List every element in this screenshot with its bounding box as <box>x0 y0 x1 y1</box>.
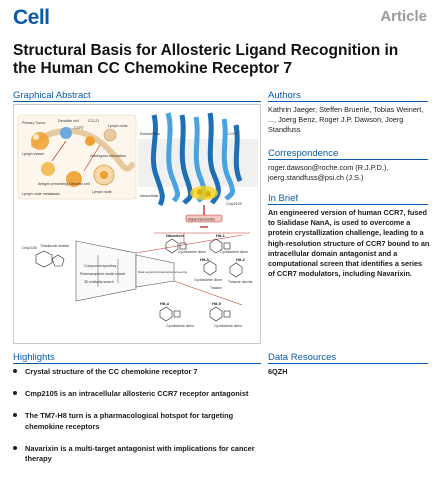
label-lymph-node-top: Lymph node <box>108 124 128 128</box>
label-navarixin: Navarixin <box>166 233 185 238</box>
in-brief-rule <box>268 204 428 205</box>
graphical-abstract-svg: Primary Tumor Dendritic cell CCL21 CCR7 … <box>17 112 258 328</box>
correspondence-emails[interactable]: roger.dawson@roche.com (R.J.P.D.), joerg… <box>268 163 389 183</box>
label-pharmacophore: Pharmacophore model search <box>80 272 126 276</box>
authors-rule <box>268 101 428 102</box>
label-cyclobutene-hit1: Cyclobutene dione <box>220 250 248 254</box>
label-hit3: Hit-3 <box>200 257 210 262</box>
bullet-icon <box>13 391 17 396</box>
label-cyclobutene-nav: Cyclobutene dione <box>178 250 206 254</box>
journal-header: Cell Article <box>13 6 427 36</box>
label-lymph-node-bottom: Lymph node <box>92 190 112 194</box>
cell-logo: Cell <box>13 6 50 29</box>
in-brief-heading: In Brief <box>268 193 299 204</box>
hit5-ring <box>209 306 223 322</box>
label-cyclobutene-hit3: Cyclobutene dione <box>194 278 222 282</box>
authors-heading: Authors <box>268 90 301 101</box>
graphical-abstract-rule <box>13 101 261 102</box>
ligand-structures <box>35 238 243 322</box>
highlight-item: Navarixin is a multi-target antagonist w… <box>13 444 263 464</box>
in-brief-text: An engineered version of human CCR7, fus… <box>268 208 430 279</box>
label-ccl21: CCL21 <box>88 119 99 123</box>
ccr7-structure-illustration <box>138 112 258 228</box>
label-primary-tumor: Primary Tumor <box>22 121 46 125</box>
highlight-text: Crystal structure of the CC chemokine re… <box>25 367 198 376</box>
highlight-item: The TM7-H8 turn is a pharmacological hot… <box>13 411 263 431</box>
cmp2105-ring-2 <box>51 254 65 267</box>
lymph-node-illustration <box>17 114 137 200</box>
data-resources-heading: Data Resources <box>268 352 337 363</box>
label-lymph-vessel: Lymph vessel <box>22 152 44 156</box>
highlight-text: The TM7-H8 turn is a pharmacological hot… <box>25 411 234 431</box>
highlight-item: Crystal structure of the CC chemokine re… <box>13 367 263 377</box>
graphical-abstract-figure: Primary Tumor Dendritic cell CCL21 CCR7 … <box>13 104 261 344</box>
label-intracellular: Intracellular <box>140 194 159 198</box>
graphical-abstract-heading: Graphical Abstract <box>13 90 91 101</box>
data-resources-rule <box>268 363 428 364</box>
label-signal-transduction: Signal transduction <box>188 218 215 222</box>
highlights-list: Crystal structure of the CC chemokine re… <box>13 367 263 476</box>
highlight-text: Cmp2105 is an intracellular allosteric C… <box>25 389 249 399</box>
hit5-dione <box>223 310 231 318</box>
label-data-screening: Data supported interaction screening <box>138 270 187 274</box>
navarixin-dione <box>179 242 187 250</box>
label-thiazole: Thiazole dioxide <box>228 280 253 284</box>
label-cmp2105-structure: Cmp2105 <box>226 202 242 206</box>
article-type-label: Article <box>380 8 427 25</box>
label-extracellular: Extracellular <box>140 132 161 136</box>
bullet-icon <box>13 369 17 373</box>
bullet-icon <box>13 413 17 418</box>
label-ccr7-structure: CCR7 <box>228 132 238 136</box>
virtual-screen-funnel <box>75 232 250 306</box>
cmp2105-ring <box>35 250 53 268</box>
label-triazine: Triazine <box>210 286 222 290</box>
hit2-ring <box>229 262 243 278</box>
label-ccr7-left: CCR7 <box>74 126 84 130</box>
hit1-ring <box>209 238 223 254</box>
highlight-text: Navarixin is a multi-target antagonist w… <box>25 443 255 464</box>
label-cmp2105: Cmp2105 <box>22 246 37 250</box>
label-hit4: Hit-4 <box>160 301 170 306</box>
paper-title: Structural Basis for Allosteric Ligand R… <box>13 42 399 77</box>
label-thiadiazole: Thiadiazole dioxide <box>40 244 69 248</box>
label-dendritic-cell: Dendritic cell <box>58 119 79 123</box>
hit4-dione <box>173 310 181 318</box>
hit3-ring <box>203 260 217 276</box>
highlight-item: Cmp2105 is an intracellular allosteric C… <box>13 389 263 399</box>
label-cyclobutene-hit4: Cyclobutene dione <box>166 324 194 328</box>
correspondence-rule <box>268 159 428 160</box>
label-antigen-dc: Antigen presenting Dendritic cell <box>38 182 90 186</box>
authors-list: Kathrin Jaeger, Steffen Bruenle, Tobias … <box>268 105 424 135</box>
bullet-icon <box>13 445 17 450</box>
label-hit5: Hit-5 <box>212 301 222 306</box>
label-cyclobutene-hit5: Cyclobutene dione <box>214 324 242 328</box>
label-autologous: Autologous stimulation <box>90 154 126 158</box>
pdb-code[interactable]: 6QZH <box>268 367 288 376</box>
label-hit1: Hit-1 <box>216 233 226 238</box>
highlights-heading: Highlights <box>13 352 55 363</box>
label-hit2: Hit-2 <box>236 257 246 262</box>
label-3d-similarity: 3D similarity search <box>84 280 114 284</box>
hit1-dione <box>223 242 231 250</box>
navarixin-ring <box>165 238 179 254</box>
highlights-rule <box>13 363 261 364</box>
hit4-ring <box>159 306 173 322</box>
label-lymph-metastasis: Lymph node metastasis <box>22 192 60 196</box>
correspondence-heading: Correspondence <box>268 148 339 159</box>
label-compound-repository: Compound repository <box>84 264 117 268</box>
